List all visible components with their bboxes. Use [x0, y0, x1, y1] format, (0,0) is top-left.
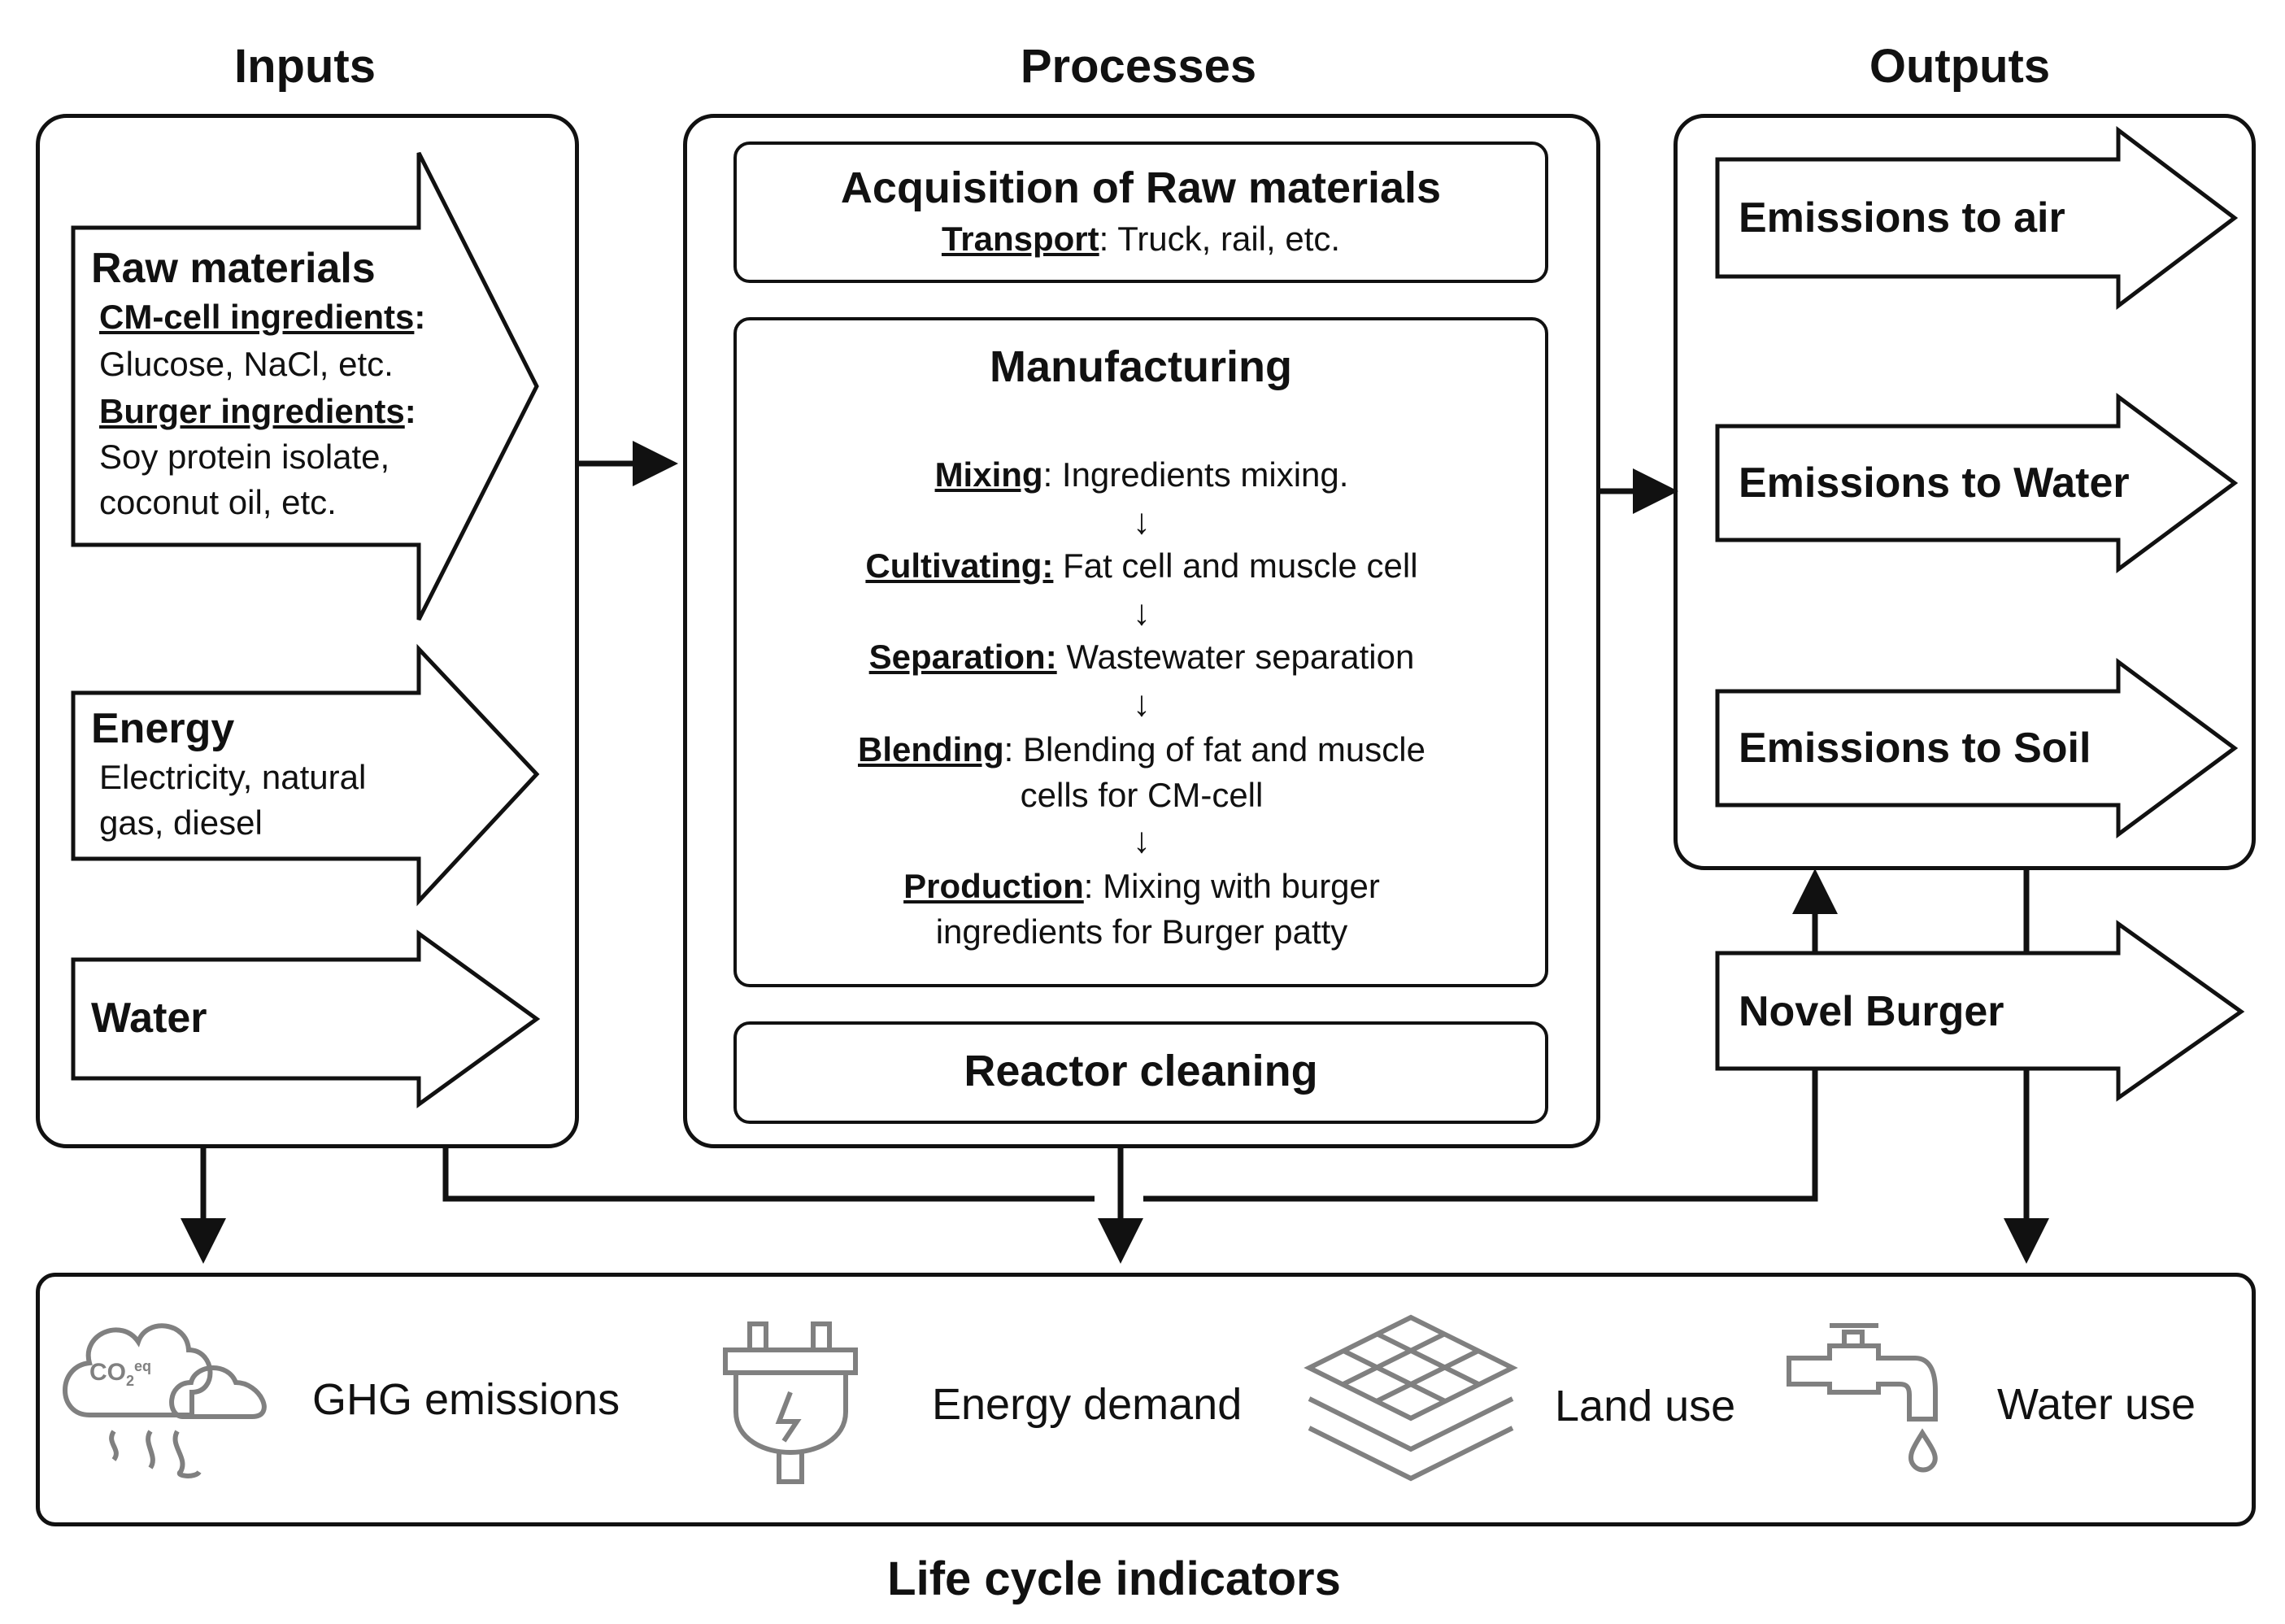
header-processes: Processes	[1020, 40, 1257, 93]
step-production-label: Production	[903, 867, 1084, 905]
step-production-text2: ingredients for Burger patty	[935, 912, 1348, 951]
co2-sub: 2	[126, 1373, 135, 1389]
manufacturing-box	[733, 317, 1548, 987]
step-blending-text2: cells for CM-cell	[1020, 776, 1264, 814]
reactor-title: Reactor cleaning	[964, 1047, 1318, 1095]
reactor-box	[733, 1021, 1548, 1124]
co2-eq: eq	[134, 1358, 152, 1374]
arrow-water	[71, 930, 541, 1108]
co2-cloud-icon	[63, 1323, 267, 1478]
burger-label: Burger ingredients	[99, 392, 405, 430]
energy-title: Energy	[91, 705, 235, 752]
step-blending-text: : Blending of fat and muscle	[1003, 730, 1425, 768]
arrow-emissions-water	[1715, 393, 2239, 573]
step-production: Production: Mixing with burger ingredien…	[735, 864, 1548, 955]
burger-items-line1: Soy protein isolate,	[99, 438, 390, 476]
indicator-energy: Energy demand	[932, 1380, 1243, 1429]
header-outputs: Outputs	[1869, 40, 2051, 93]
indicator-land: Land use	[1555, 1382, 1736, 1430]
indicators-panel	[36, 1273, 2256, 1526]
cm-cell-items: Glucose, NaCl, etc.	[99, 345, 394, 383]
step-mixing: Mixing: Ingredients mixing.	[735, 452, 1548, 498]
land-layers-icon	[1304, 1314, 1518, 1482]
connector-input-to-product	[442, 1148, 1095, 1202]
step-cultivating: Cultivating: Fat cell and muscle cell	[735, 543, 1548, 589]
acquisition-title: Acquisition of Raw materials	[840, 163, 1442, 212]
down-arrow-3: ↓	[1133, 684, 1151, 724]
cm-cell-label: CM-cell ingredients	[99, 298, 415, 336]
indicator-ghg: GHG emissions	[312, 1375, 620, 1424]
header-indicators: Life cycle indicators	[887, 1552, 1341, 1605]
processes-panel	[683, 114, 1600, 1148]
output-novel-burger: Novel Burger	[1739, 988, 2004, 1035]
transport-label: Transport	[941, 220, 1099, 258]
step-cultivating-label: Cultivating:	[865, 546, 1054, 585]
burger-items-line2: coconut oil, etc.	[99, 483, 337, 521]
step-blending: Blending: Blending of fat and muscle cel…	[735, 727, 1548, 818]
arrow-novel-burger	[1715, 920, 2245, 1102]
down-arrow-1: ↓	[1133, 502, 1151, 542]
acquisition-box	[733, 142, 1548, 283]
cm-cell-row: CM-cell ingredients:	[99, 298, 426, 336]
faucet-icon	[1787, 1323, 1938, 1473]
down-arrow-4: ↓	[1133, 821, 1151, 860]
raw-materials-title: Raw materials	[91, 245, 376, 292]
energy-items-line1: Electricity, natural	[99, 758, 367, 796]
co2-label: CO2eq	[89, 1358, 151, 1390]
step-blending-label: Blending	[858, 730, 1004, 768]
step-production-text: : Mixing with burger	[1083, 867, 1380, 905]
plug-icon	[723, 1321, 858, 1484]
manufacturing-title: Manufacturing	[990, 342, 1292, 391]
step-mixing-text: : Ingredients mixing.	[1042, 455, 1349, 494]
step-separation-text: Wastewater separation	[1056, 638, 1415, 676]
burger-row: Burger ingredients:	[99, 392, 416, 430]
output-soil: Emissions to Soil	[1739, 725, 2091, 772]
water-title: Water	[91, 995, 207, 1042]
output-water: Emissions to Water	[1739, 459, 2130, 507]
transport-row: Transport: Truck, rail, etc.	[733, 216, 1548, 262]
arrow-raw-materials	[71, 151, 539, 621]
transport-text: : Truck, rail, etc.	[1099, 220, 1341, 258]
step-separation-label: Separation:	[868, 638, 1057, 676]
arrow-energy	[71, 643, 540, 907]
output-air: Emissions to air	[1739, 194, 2065, 242]
step-separation: Separation: Wastewater separation	[735, 634, 1548, 680]
inputs-panel	[36, 114, 579, 1148]
down-arrow-2: ↓	[1133, 593, 1151, 633]
energy-items-line2: gas, diesel	[99, 803, 263, 842]
step-mixing-label: Mixing	[934, 455, 1043, 494]
arrow-emissions-soil	[1715, 658, 2239, 838]
step-cultivating-text: Fat cell and muscle cell	[1053, 546, 1418, 585]
indicator-water: Water use	[1997, 1380, 2196, 1429]
arrow-emissions-air	[1715, 125, 2239, 311]
outputs-panel	[1673, 114, 2256, 870]
header-inputs: Inputs	[234, 40, 376, 93]
co2-main: CO	[89, 1359, 126, 1386]
